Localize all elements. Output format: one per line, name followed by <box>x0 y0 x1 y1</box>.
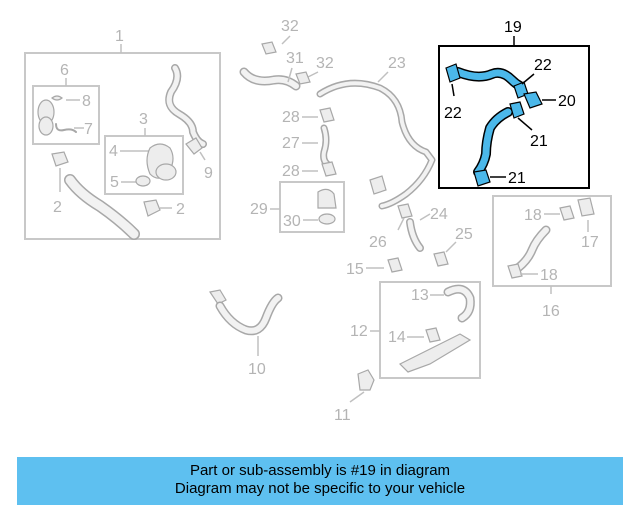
clamp-2a-part <box>51 151 69 167</box>
clamp-28a-part <box>319 107 335 123</box>
clamp-22a-part <box>445 63 461 83</box>
clamp-25-part <box>433 251 449 267</box>
callout-32a[interactable]: 32 <box>281 18 299 35</box>
callout-9[interactable]: 9 <box>204 165 213 182</box>
callout-29[interactable]: 29 <box>250 201 268 218</box>
callout-12[interactable]: 12 <box>350 323 368 340</box>
clamp-21b-part <box>473 169 491 187</box>
callout-31[interactable]: 31 <box>286 50 304 67</box>
clamp-15-part <box>387 257 403 273</box>
sensor-part <box>317 188 337 209</box>
callout-8[interactable]: 8 <box>82 93 91 110</box>
clamp-18a-part <box>559 205 575 221</box>
callout-28b[interactable]: 28 <box>282 163 300 180</box>
group-29: 29 30 <box>250 181 345 233</box>
callout-32b[interactable]: 32 <box>316 55 334 72</box>
banner-line-1: Part or sub-assembly is #19 in diagram <box>189 462 451 479</box>
callout-1[interactable]: 1 <box>115 28 124 45</box>
callout-15[interactable]: 15 <box>346 261 364 278</box>
info-banner: Part or sub-assembly is #19 in diagram D… <box>17 457 623 505</box>
callout-14[interactable]: 14 <box>388 329 406 346</box>
group-31-32: 32 31 32 <box>239 18 334 91</box>
callout-4[interactable]: 4 <box>109 143 118 160</box>
group-1-box <box>24 52 221 240</box>
pipe-12-part <box>398 333 472 373</box>
connector-20-part <box>523 91 543 109</box>
clamp-26-part <box>397 203 413 219</box>
callout-18a[interactable]: 18 <box>524 207 542 224</box>
group-19: 19 22 22 20 21 21 <box>438 19 590 189</box>
callout-30[interactable]: 30 <box>283 213 301 230</box>
callout-26[interactable]: 26 <box>369 234 387 251</box>
callout-17[interactable]: 17 <box>581 234 599 251</box>
clamp-32b-part <box>295 71 311 85</box>
clamp-14-part <box>425 327 441 343</box>
callout-23[interactable]: 23 <box>388 55 406 72</box>
clamp-17-part <box>577 197 595 217</box>
group-27-28: 28 27 28 <box>282 107 337 180</box>
callout-2a[interactable]: 2 <box>53 199 62 216</box>
banner-line-2: Diagram may not be specific to your vehi… <box>174 480 466 497</box>
callout-13[interactable]: 13 <box>411 287 429 304</box>
callout-11[interactable]: 11 <box>334 407 351 424</box>
callout-2b[interactable]: 2 <box>176 201 185 218</box>
group-24-26: 26 24 25 15 <box>346 203 473 278</box>
o-ring-30-part <box>318 213 336 225</box>
callout-22a[interactable]: 22 <box>444 105 462 122</box>
callout-22b[interactable]: 22 <box>534 57 552 74</box>
group-16-box <box>492 195 612 287</box>
group-10-11: 10 11 <box>209 289 375 424</box>
callout-21a[interactable]: 21 <box>530 133 548 150</box>
callout-10[interactable]: 10 <box>248 361 266 378</box>
group-3-box <box>104 135 184 195</box>
callout-3[interactable]: 3 <box>139 111 148 128</box>
callout-24[interactable]: 24 <box>430 206 448 223</box>
gasket-part <box>135 175 151 187</box>
callout-28a[interactable]: 28 <box>282 109 300 126</box>
group-23: 23 <box>316 55 436 210</box>
group-12-box <box>379 281 481 379</box>
group-12: 12 13 14 <box>350 281 481 379</box>
callout-6[interactable]: 6 <box>60 62 69 79</box>
callout-7[interactable]: 7 <box>84 121 93 138</box>
callout-5[interactable]: 5 <box>110 174 119 191</box>
group-16: 16 18 17 18 <box>492 195 612 320</box>
clamp-18b-part <box>507 263 523 279</box>
callout-16[interactable]: 16 <box>542 303 560 320</box>
callout-25[interactable]: 25 <box>455 226 473 243</box>
clamp-28b-part <box>321 161 337 177</box>
group-29-box <box>279 181 345 233</box>
clamp-32a-part <box>261 41 277 55</box>
callout-21b[interactable]: 21 <box>508 170 526 187</box>
clamp-21a-part <box>509 101 525 119</box>
sensor-11-part <box>357 369 375 391</box>
callout-27[interactable]: 27 <box>282 135 300 152</box>
group-1: 1 6 8 7 3 4 5 9 2 <box>24 28 221 240</box>
clamp-2b-part <box>143 199 161 217</box>
callout-20[interactable]: 20 <box>558 93 576 110</box>
callout-18b[interactable]: 18 <box>540 267 558 284</box>
clamp-9-part <box>185 137 203 155</box>
callout-19[interactable]: 19 <box>504 19 522 36</box>
